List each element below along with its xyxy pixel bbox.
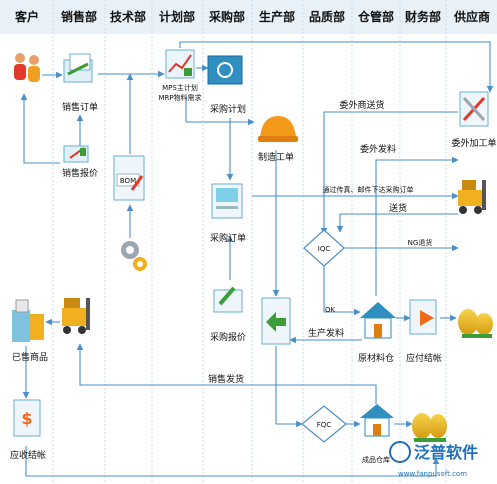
column-finance: 财务部 xyxy=(404,9,441,24)
purchase-order-label: 采购订单 xyxy=(210,232,246,244)
sales-order-icon xyxy=(63,53,93,83)
payable-label: 应付结帐 xyxy=(406,352,442,364)
sold-goods-icon xyxy=(12,299,44,342)
header-band xyxy=(0,0,497,34)
column-sales: 销售部 xyxy=(61,9,97,24)
column-supplier: 供应商 xyxy=(453,9,490,24)
mps-chart-icon xyxy=(165,49,195,79)
supplier-forklift-icon xyxy=(458,180,486,214)
flow-lines xyxy=(20,41,494,477)
column-separators xyxy=(52,0,447,484)
column-production: 生产部 xyxy=(259,9,295,24)
money-bags-icon xyxy=(458,309,493,338)
work-order-label: 制造工单 xyxy=(258,151,294,163)
flow-mps-to-outsource xyxy=(179,41,494,93)
watermark-brand: 泛普软件 xyxy=(414,443,478,462)
flow-sales-shipment xyxy=(76,343,377,404)
ng-return-label: NG退货 xyxy=(408,238,433,247)
purchase-plan-label: 采购计划 xyxy=(210,103,246,115)
sales-quote-icon xyxy=(63,145,89,163)
outsource-delivery-label: 委外商送货 xyxy=(339,99,384,111)
mps-label: MPS主计划 xyxy=(162,83,198,92)
fqc-label: FQC xyxy=(317,421,332,429)
flow-ok xyxy=(323,264,361,316)
column-purchasing: 采购部 xyxy=(208,9,245,24)
column-planning: 计划部 xyxy=(159,9,195,24)
bom-label: BOM xyxy=(120,177,136,185)
fqc-diamond: FQC xyxy=(301,405,347,443)
svg-text:$: $ xyxy=(21,409,32,428)
gear-icon xyxy=(121,241,147,271)
column-tech: 技术部 xyxy=(110,9,146,24)
ok-label: OK xyxy=(325,306,336,314)
sales-quote-label: 销售报价 xyxy=(62,167,98,179)
flow-production-to-fqc xyxy=(275,346,303,428)
sold-goods-label: 已售商品 xyxy=(12,351,48,363)
flow-mps-to-workorder xyxy=(185,96,255,126)
customer-people-icon xyxy=(14,53,40,82)
flow-quote-to-customer xyxy=(20,93,60,164)
flow-outsource-issue xyxy=(375,156,459,296)
mrp-label: MRP物料需求 xyxy=(158,93,201,102)
delivery-label: 送货 xyxy=(389,202,407,214)
column-warehouse: 仓管部 xyxy=(357,9,394,24)
receivable-icon: $ xyxy=(13,399,41,437)
flow-outsource-delivery xyxy=(320,111,458,235)
money-bags-bottom-icon xyxy=(412,413,447,442)
bom-document-icon: BOM xyxy=(113,155,145,201)
production-node-icon xyxy=(261,297,291,345)
payable-icon xyxy=(409,299,437,335)
finished-warehouse-label: 成品仓库 xyxy=(362,455,390,464)
receivable-label: 应收结帐 xyxy=(10,449,46,461)
iqc-label: IQC xyxy=(318,245,331,253)
production-issue-label: 生产发料 xyxy=(308,327,344,339)
outsource-order-label: 委外加工单 xyxy=(451,137,496,149)
outsource-order-icon xyxy=(459,91,489,127)
iqc-diamond: IQC xyxy=(303,229,345,267)
watermark-logo: 泛普软件 www.fanpusoft.com xyxy=(389,441,478,478)
flow-supplier-delivery xyxy=(336,213,458,233)
column-quality: 品质部 xyxy=(309,9,345,24)
finished-warehouse-house-icon xyxy=(360,404,394,437)
purchase-order-icon xyxy=(211,183,243,219)
send-po-label: 通过传真、邮件下达采购订单 xyxy=(323,185,414,194)
sales-shipment-label: 销售发货 xyxy=(208,373,244,385)
column-customer: 客户 xyxy=(14,9,39,24)
sales-order-label: 销售订单 xyxy=(62,101,98,113)
column-titles: 客户 销售部 技术部 计划部 采购部 生产部 品质部 仓管部 财务部 供应商 xyxy=(14,9,490,24)
purchase-quote-icon xyxy=(213,286,243,313)
customer-forklift-icon xyxy=(62,298,90,334)
outsource-issue-label: 委外发料 xyxy=(360,143,396,155)
watermark-url: www.fanpusoft.com xyxy=(398,470,467,478)
purchase-plan-icon xyxy=(207,55,243,85)
work-order-helmet-icon xyxy=(258,116,298,142)
raw-warehouse-label: 原材料仓 xyxy=(358,352,394,364)
purchase-quote-label: 采购报价 xyxy=(210,331,246,343)
raw-warehouse-house-icon xyxy=(360,302,396,339)
flow-receivable-to-money xyxy=(25,446,440,477)
